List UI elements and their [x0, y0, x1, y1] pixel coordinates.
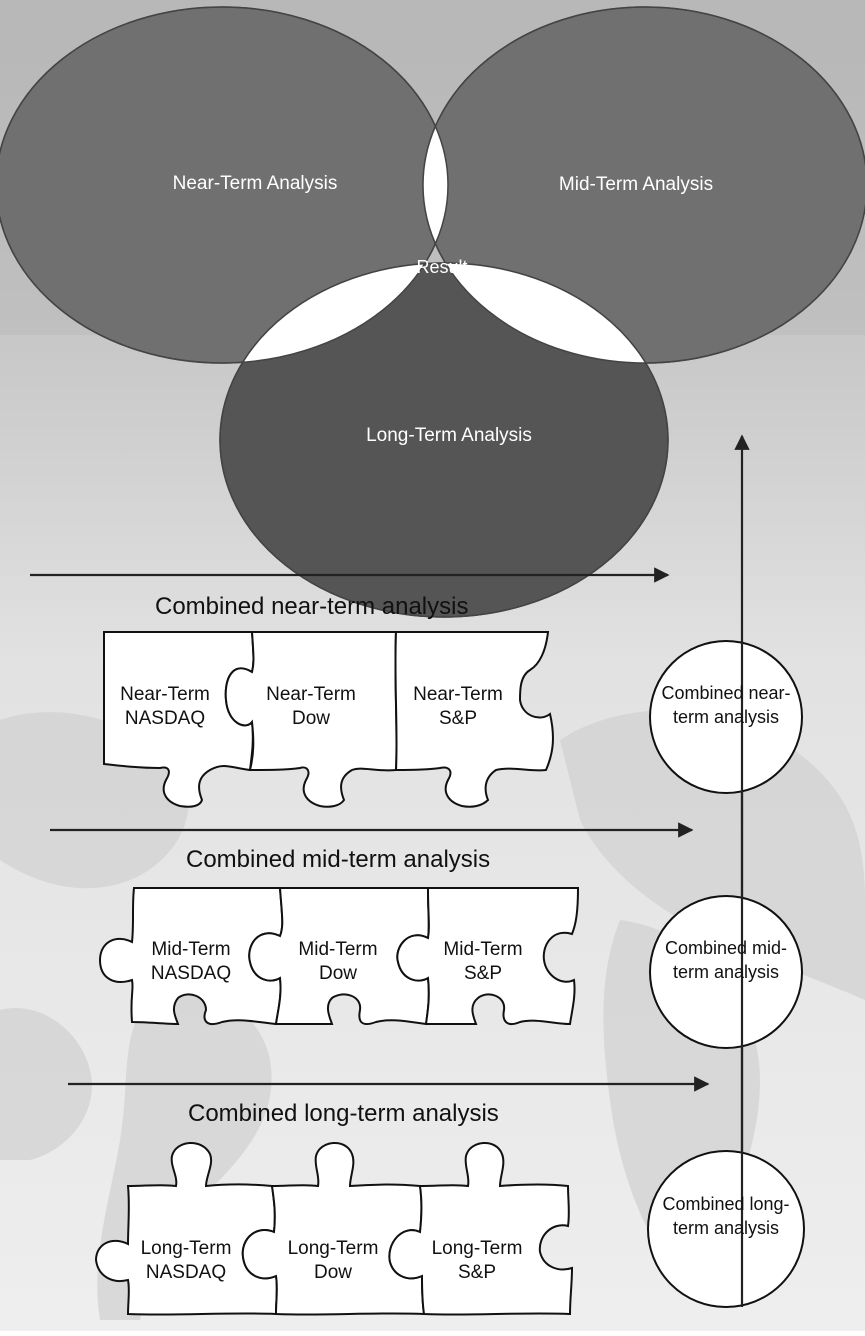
piece-mid-dow-line2: Dow	[319, 963, 357, 984]
venn-result-label: Result	[416, 257, 467, 277]
piece-long-nasdaq-line1: Long-Term	[141, 1238, 232, 1259]
venn-mid-label: Mid-Term Analysis	[559, 174, 713, 195]
piece-long-nasdaq-line2: NASDAQ	[146, 1262, 226, 1283]
row-heading-long: Combined long-term analysis	[188, 1100, 499, 1127]
puzzle-row-near: Near-Term NASDAQ Near-Term Dow Near-Term…	[103, 631, 554, 808]
puzzle-piece-near-dow	[224, 631, 398, 808]
puzzle-row-mid: Mid-Term NASDAQ Mid-Term Dow Mid-Term S&…	[98, 887, 580, 1026]
row-heading-mid: Combined mid-term analysis	[186, 846, 490, 873]
piece-mid-nasdaq-line2: NASDAQ	[151, 963, 231, 984]
piece-near-nasdaq-line1: Near-Term	[120, 684, 210, 705]
piece-long-dow-line1: Long-Term	[288, 1238, 379, 1259]
puzzle-piece-near-sp	[394, 631, 554, 808]
piece-near-dow-line2: Dow	[292, 708, 330, 729]
puzzle-row-long: Long-Term NASDAQ Long-Term Dow Long-Term…	[94, 1142, 574, 1316]
piece-mid-dow-line1: Mid-Term	[298, 939, 377, 960]
piece-near-sp-line1: Near-Term	[413, 684, 503, 705]
combined-circle-near	[649, 640, 803, 794]
venn-long-label: Long-Term Analysis	[366, 425, 532, 446]
venn-diagram: Near-Term Analysis Mid-Term Analysis Lon…	[0, 6, 865, 618]
combined-mid-line1: Combined mid-	[665, 938, 787, 958]
combined-circle-mid	[649, 895, 803, 1049]
combined-mid-line2: term analysis	[673, 962, 779, 982]
piece-mid-sp-line2: S&P	[464, 963, 502, 984]
piece-mid-sp-line1: Mid-Term	[443, 939, 522, 960]
piece-near-dow-line1: Near-Term	[266, 684, 356, 705]
piece-mid-nasdaq-line1: Mid-Term	[151, 939, 230, 960]
puzzle-piece-long-sp	[388, 1142, 574, 1316]
piece-long-sp-line2: S&P	[458, 1262, 496, 1283]
piece-near-sp-line2: S&P	[439, 708, 477, 729]
piece-near-nasdaq-line2: NASDAQ	[125, 708, 205, 729]
venn-near-label: Near-Term Analysis	[173, 173, 338, 194]
combined-circle-long	[647, 1150, 805, 1308]
combined-near-line2: term analysis	[673, 707, 779, 727]
combined-near-line1: Combined near-	[661, 683, 790, 703]
combined-long-line1: Combined long-	[662, 1194, 789, 1214]
row-heading-near: Combined near-term analysis	[155, 593, 468, 620]
puzzle-piece-mid-sp	[396, 887, 580, 1026]
piece-long-sp-line1: Long-Term	[432, 1238, 523, 1259]
combined-circles: Combined near- term analysis Combined mi…	[647, 640, 805, 1308]
piece-long-dow-line2: Dow	[314, 1262, 352, 1283]
combined-long-line2: term analysis	[673, 1218, 779, 1238]
